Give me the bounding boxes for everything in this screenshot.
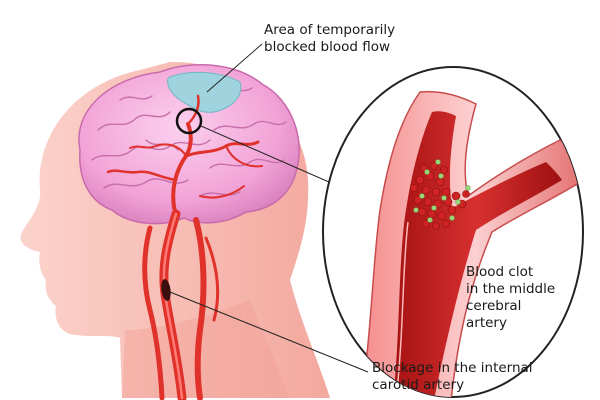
label-blood-clot: Blood clot in the middle cerebral artery xyxy=(466,264,556,331)
neck-shading xyxy=(122,300,290,398)
label-carotid-blockage: Blockage in the internal carotid artery xyxy=(372,360,533,393)
blockage-marker-circle xyxy=(175,107,203,135)
label-blocked-blood-flow: Area of temporarily blocked blood flow xyxy=(264,22,396,55)
ischemic-area xyxy=(167,71,242,113)
carotid-blockage-spot xyxy=(161,279,171,301)
vessel-lumen xyxy=(392,111,562,397)
blood-clot xyxy=(410,159,471,230)
